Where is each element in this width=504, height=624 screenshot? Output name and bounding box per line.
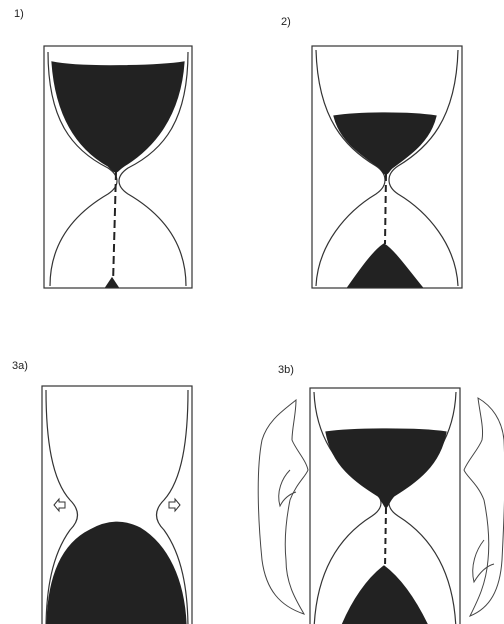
hourglass-3b-right-hand	[464, 398, 504, 616]
hourglass-2	[312, 46, 462, 288]
hourglass-3b-falling-sand	[385, 508, 386, 568]
hourglass-3b-lower-sand	[340, 566, 430, 624]
hourglass-2-lower-sand	[348, 244, 422, 287]
hourglass-2-left-contour	[316, 50, 385, 286]
hourglass-1	[44, 46, 192, 288]
hourglass-3b-right-hand-thumb	[473, 540, 494, 582]
hourglass-2-right-contour	[389, 50, 458, 286]
hourglass-3b-left-hand-thumb	[279, 470, 296, 506]
hourglass-3b-left-hand	[258, 400, 308, 614]
hourglass-1-lower-sand	[106, 278, 118, 287]
hourglass-3a	[42, 386, 192, 624]
hourglass-2-falling-sand	[385, 174, 386, 244]
hourglass-3a-right-arrow	[169, 499, 180, 511]
hourglass-2-upper-sand	[334, 113, 436, 174]
hourglass-1-upper-sand	[52, 62, 184, 172]
hourglass-3b	[258, 388, 504, 624]
hourglass-3a-sand-mound	[47, 522, 186, 624]
hourglass-3b-upper-sand	[326, 429, 446, 508]
hourglass-3a-left-arrow	[54, 499, 65, 511]
